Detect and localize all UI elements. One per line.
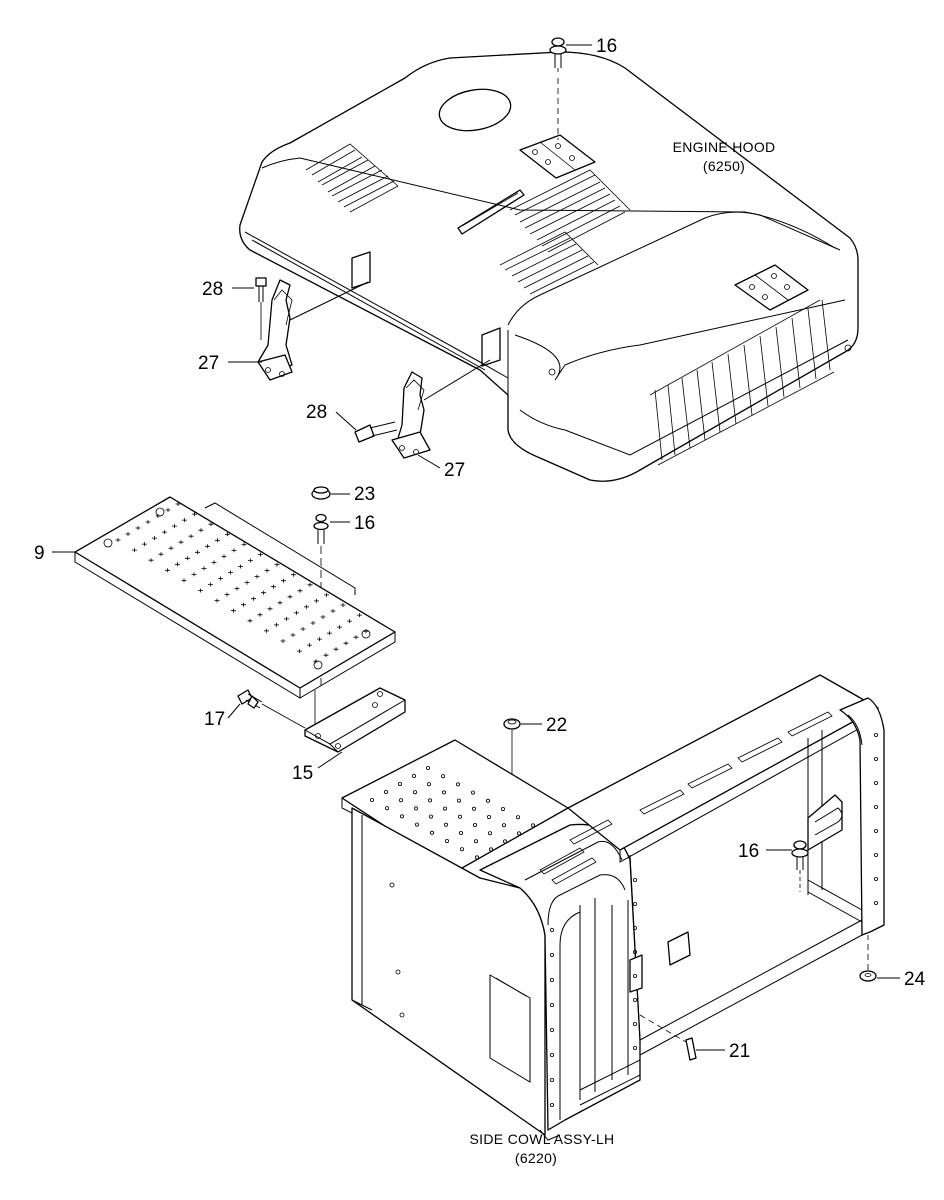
latch-right [354,359,491,459]
callout-28-bottom: 28 [306,402,327,423]
assembly-labels: ENGINE HOOD (6250) SIDE COWL ASSY-LH (62… [470,139,776,1166]
side-cowl-code: (6220) [515,1150,557,1166]
bolt-16-middle [313,513,329,735]
frame-rivets [550,733,879,1108]
nut-23 [311,486,331,500]
callout-15: 15 [292,763,313,784]
callout-17: 17 [204,709,225,730]
side-cowl-label: SIDE COWL ASSY-LH [470,1131,615,1147]
engine-hood-code: (6250) [703,158,745,174]
callout-28-top: 28 [202,279,223,300]
bolt-16-right [791,840,809,892]
callout-numbers: 16 28 27 28 27 23 16 9 17 15 22 16 24 21 [34,36,926,1062]
bolt-16-top [549,37,567,140]
callout-27-bottom: 27 [444,460,465,481]
callout-16-middle: 16 [354,513,375,534]
step-plate-9 [74,496,396,699]
callout-24: 24 [904,969,926,990]
clip-21 [639,1014,697,1061]
callout-9: 9 [34,543,45,564]
callout-27-top: 27 [198,353,219,374]
engine-hood [239,51,859,482]
bracket-15 [261,687,406,753]
callout-23: 23 [354,484,375,505]
bolt-17 [237,689,263,709]
step-plate-perforations [115,502,369,664]
side-cowl-assy [341,674,885,1141]
top-plate-perforations [369,766,536,860]
callout-21: 21 [729,1041,750,1062]
washer-24 [859,935,877,982]
callout-22: 22 [546,715,567,736]
engine-hood-label: ENGINE HOOD [673,139,776,155]
latch-left [255,277,369,381]
callout-leaders [52,44,900,1051]
callout-16-right: 16 [738,841,759,862]
callout-16-top: 16 [596,36,617,57]
